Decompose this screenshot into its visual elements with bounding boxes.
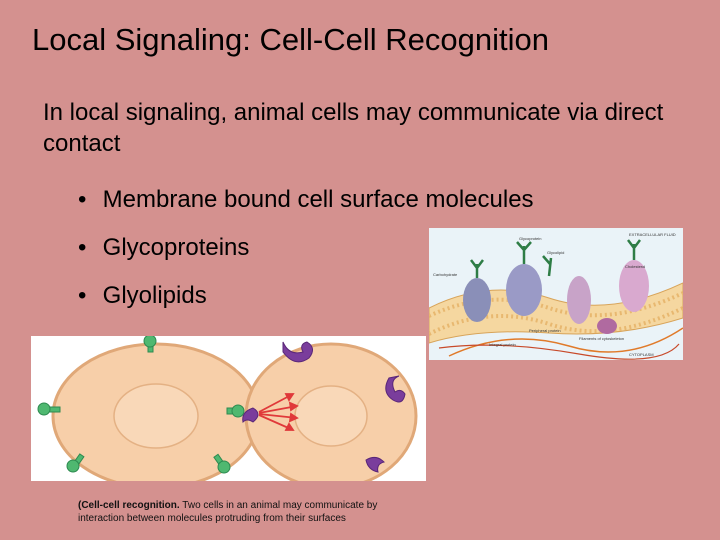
bullet-glyph: • [78, 282, 87, 309]
label-cytoplasm: CYTOPLASM [629, 352, 654, 357]
label-carbohydrate: Carbohydrate [433, 272, 458, 277]
intro-text: In local signaling, animal cells may com… [43, 99, 664, 157]
bullet-item: • Glycoproteins [78, 234, 534, 282]
bullet-text: Glyolipids [102, 282, 207, 309]
purple-molecules [242, 341, 406, 473]
membrane-illustration: Glycoprotein Glycolipid EXTRACELLULAR FL… [428, 228, 684, 360]
figure-caption: (Cell-cell recognition. Two cells in an … [78, 499, 408, 525]
label-cholesterol: Cholesterol [625, 264, 645, 269]
cell-recognition-illustration [31, 334, 426, 490]
bullet-list: • Membrane bound cell surface molecules … [78, 186, 534, 330]
left-nucleus [113, 383, 199, 449]
bullet-text: Membrane bound cell surface molecules [102, 186, 534, 213]
caption-text: Two cells in an animal may communicate b… [78, 500, 378, 524]
cells-svg [37, 334, 418, 490]
right-nucleus [294, 385, 368, 447]
label-extracellular: EXTRACELLULAR FLUID [629, 232, 676, 237]
bullet-item: • Membrane bound cell surface molecules [78, 186, 534, 234]
bullet-item: • Glyolipids [78, 282, 534, 330]
label-glycoprotein: Glycoprotein [519, 236, 541, 241]
bullet-glyph: • [78, 186, 87, 213]
label-glycolipid: Glycolipid [547, 250, 564, 255]
label-peripheral: Peripheral protein [529, 328, 561, 333]
bullet-text: Glycoproteins [102, 234, 250, 261]
label-filaments: Filaments of cytoskeleton [579, 336, 624, 341]
bullet-glyph: • [78, 234, 87, 261]
signal-arrows [258, 393, 299, 431]
green-molecules [37, 334, 245, 474]
membrane-svg: Glycoprotein Glycolipid EXTRACELLULAR FL… [428, 228, 684, 360]
label-integral: Integral protein [489, 342, 516, 347]
slide-title: Local Signaling: Cell-Cell Recognition [32, 22, 549, 57]
caption-prefix: (Cell-cell recognition. [78, 500, 180, 511]
